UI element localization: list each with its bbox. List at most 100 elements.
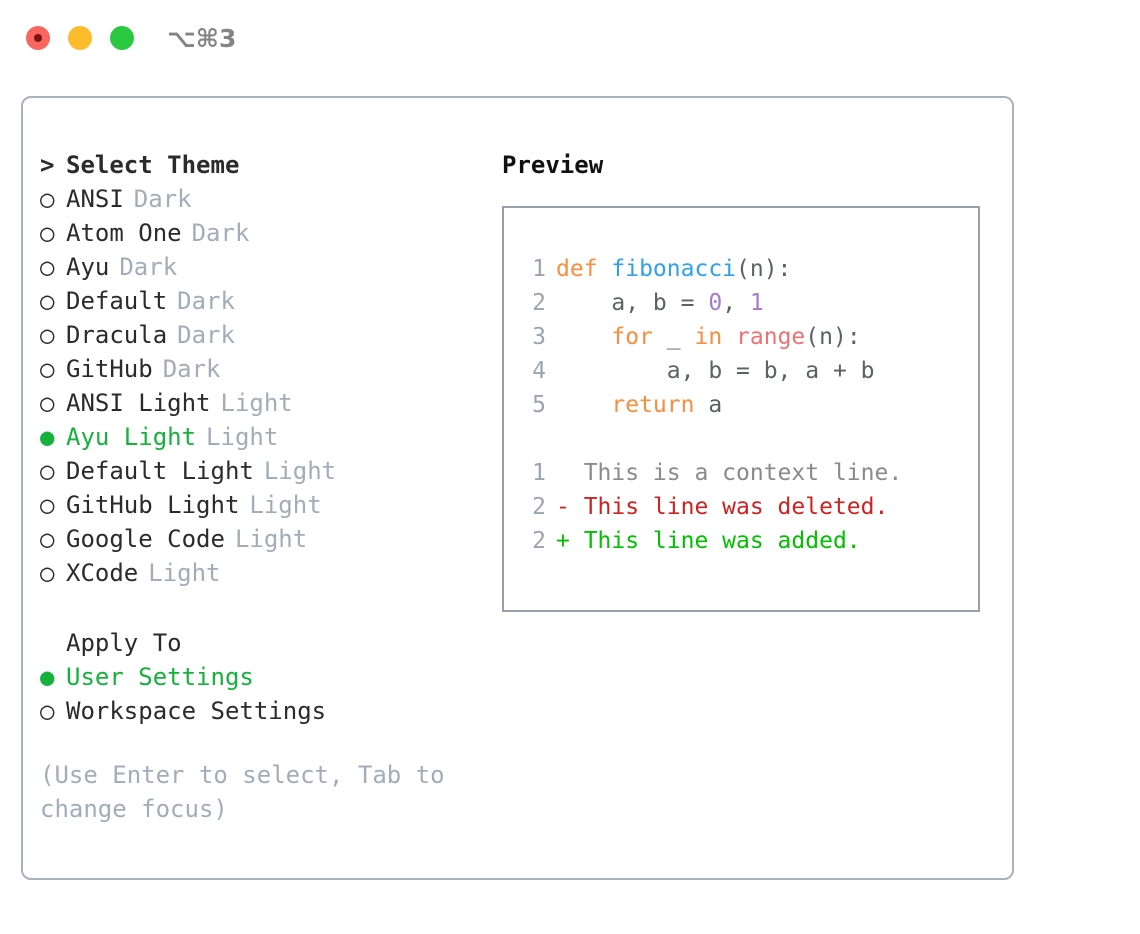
radio-unselected-icon: ○ — [40, 697, 55, 725]
radio-unselected-icon: ○ — [40, 525, 55, 553]
code-spacer — [518, 422, 978, 456]
code-line: 4 a, b = b, a + b — [518, 354, 978, 388]
radio-unselected-icon: ○ — [40, 355, 55, 383]
code-token-txt — [722, 324, 736, 350]
radio-selected-icon: ● — [40, 423, 55, 451]
apply-to-label: User Settings — [66, 663, 254, 691]
code-content: a, b = 0, 1 — [556, 286, 764, 320]
radio-unselected-icon: ○ — [40, 491, 55, 519]
theme-name-label: ANSI — [66, 185, 124, 213]
code-token-fn: fibonacci — [611, 256, 737, 282]
apply-to-header: Apply To — [66, 629, 182, 657]
theme-name-label: Google Code — [66, 525, 225, 553]
theme-variant-tag: Dark — [191, 219, 250, 247]
code-token-num: 1 — [749, 290, 764, 316]
theme-name-label: GitHub Light — [66, 491, 240, 519]
code-token-kw: in — [694, 324, 723, 350]
radio-unselected-icon: ○ — [40, 185, 55, 213]
theme-name-label: Ayu Light — [66, 423, 197, 451]
theme-variant-tag: Light — [234, 525, 308, 553]
theme-name-label: Atom One — [66, 219, 182, 247]
code-token-kw: return — [611, 392, 695, 418]
line-number: 2 — [532, 290, 546, 316]
keyboard-shortcut-label: ⌥⌘3 — [167, 24, 237, 53]
theme-list-item[interactable]: ○ Dracula Dark — [40, 318, 480, 352]
prompt-caret-icon: > — [40, 151, 69, 179]
radio-unselected-icon: ○ — [40, 389, 55, 417]
apply-to-item[interactable]: ● User Settings — [40, 660, 480, 694]
code-token-txt: a — [694, 392, 723, 418]
section-spacer — [40, 590, 480, 626]
traffic-lights — [26, 26, 134, 50]
diff-content-add: + This line was added. — [556, 528, 861, 554]
apply-to-list: ● User Settings ○ Workspace Settings — [40, 660, 480, 728]
theme-variant-tag: Dark — [177, 321, 235, 349]
line-number: 2 — [532, 494, 546, 520]
theme-variant-tag: Dark — [177, 287, 235, 315]
title-bar: ⌥⌘3 — [0, 0, 1140, 76]
close-window-button[interactable] — [26, 26, 50, 50]
diff-content-ctx: This is a context line. — [556, 460, 903, 486]
theme-name-label: XCode — [66, 559, 139, 587]
code-token-num: 0 — [708, 290, 723, 316]
apply-to-item[interactable]: ○ Workspace Settings — [40, 694, 480, 728]
code-token-txt: _ — [652, 324, 695, 350]
code-token-txt — [556, 324, 611, 350]
code-content: a, b = b, a + b — [556, 354, 875, 388]
theme-list-item[interactable]: ○ Google Code Light — [40, 522, 480, 556]
theme-variant-tag: Dark — [119, 253, 178, 281]
code-content: return a — [556, 388, 722, 422]
radio-unselected-icon: ○ — [40, 253, 55, 281]
code-line: 3 for _ in range(n): — [518, 320, 978, 354]
radio-unselected-icon: ○ — [40, 457, 55, 485]
diff-line: 2 - This line was deleted. — [518, 490, 978, 524]
theme-variant-tag: Light — [148, 559, 221, 587]
theme-list-item[interactable]: ○ Default Light Light — [40, 454, 480, 488]
code-token-kw: for — [611, 324, 653, 350]
apply-to-label: Workspace Settings — [66, 697, 327, 725]
diff-line: 2 + This line was added. — [518, 524, 978, 558]
radio-unselected-icon: ○ — [40, 219, 55, 247]
radio-unselected-icon: ○ — [40, 559, 55, 587]
line-number: 1 — [532, 460, 546, 486]
code-token-bi: range — [736, 324, 806, 350]
theme-list-item[interactable]: ○ XCode Light — [40, 556, 480, 590]
maximize-window-button[interactable] — [110, 26, 134, 50]
theme-name-label: Ayu — [66, 253, 110, 281]
line-number: 4 — [532, 358, 546, 384]
code-token-txt: a, b = — [556, 290, 709, 316]
theme-list-item[interactable]: ○ Atom One Dark — [40, 216, 480, 250]
code-content: for _ in range(n): — [556, 320, 860, 354]
code-line: 5 return a — [518, 388, 978, 422]
theme-list-header: > Select Theme — [40, 148, 480, 182]
diff-content-del: - This line was deleted. — [556, 494, 889, 520]
theme-name-label: Dracula — [66, 321, 168, 349]
theme-variant-tag: Dark — [162, 355, 221, 383]
minimize-window-button[interactable] — [68, 26, 92, 50]
diff-line: 1 This is a context line. — [518, 456, 978, 490]
line-number: 2 — [532, 528, 546, 554]
line-number: 5 — [532, 392, 546, 418]
radio-selected-icon: ● — [40, 663, 55, 691]
code-token-kw: def — [556, 256, 612, 282]
theme-list-item[interactable]: ○ Ayu Dark — [40, 250, 480, 284]
theme-list-title: Select Theme — [66, 151, 240, 179]
line-number: 1 — [532, 256, 546, 282]
theme-name-label: Default Light — [66, 457, 254, 485]
theme-variant-tag: Light — [263, 457, 337, 485]
code-line: 2 a, b = 0, 1 — [518, 286, 978, 320]
theme-name-label: ANSI Light — [66, 389, 211, 417]
theme-name-label: Default — [66, 287, 168, 315]
radio-unselected-icon: ○ — [40, 321, 55, 349]
